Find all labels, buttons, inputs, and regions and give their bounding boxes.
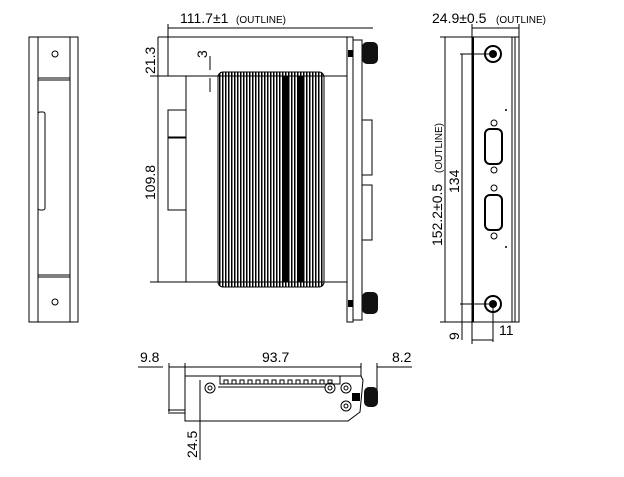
width-dim: 111.7±1 <box>180 10 229 26</box>
screw-icon <box>51 298 59 306</box>
top-dim: 21.3 <box>142 47 158 74</box>
width-note: (OUTLINE) <box>236 15 286 26</box>
knob-icon <box>362 42 378 64</box>
screw-icon <box>484 45 502 63</box>
screw-offset-x-dim: 11 <box>499 322 514 338</box>
panel-width-note: (OUTLINE) <box>496 15 546 26</box>
screw-pitch-dim: 134 <box>446 169 462 193</box>
knob-icon <box>364 387 378 407</box>
db9-connector-icon <box>484 119 503 174</box>
height-dim: 109.8 <box>142 165 158 200</box>
bottom-height-dim: 24.5 <box>184 431 200 458</box>
panel-view: 24.9±0.5 (OUTLINE) 152.2±0.5 (OUTLINE) 1… <box>429 10 546 344</box>
db9-connector-icon <box>484 184 503 240</box>
bottom-left-dim: 9.8 <box>140 349 160 365</box>
panel-height-note: (OUTLINE) <box>434 123 445 173</box>
panel-height-dim: 152.2±0.5 <box>429 184 445 246</box>
left-end-view <box>28 36 79 323</box>
bottom-view: 9.8 93.7 8.2 24.5 <box>138 349 412 460</box>
screw-icon <box>51 50 59 58</box>
panel-width-dim: 24.9±0.5 <box>432 10 487 26</box>
bottom-main-dim: 93.7 <box>262 349 289 365</box>
bottom-right-dim: 8.2 <box>392 349 412 365</box>
top-view: 111.7±1 (OUTLINE) 21.3 109.8 3 <box>142 10 378 323</box>
knob-icon <box>362 292 378 314</box>
screw-icon <box>484 295 502 313</box>
fin-dim: 3 <box>194 50 210 58</box>
screw-offset-y-dim: 9 <box>446 332 462 340</box>
